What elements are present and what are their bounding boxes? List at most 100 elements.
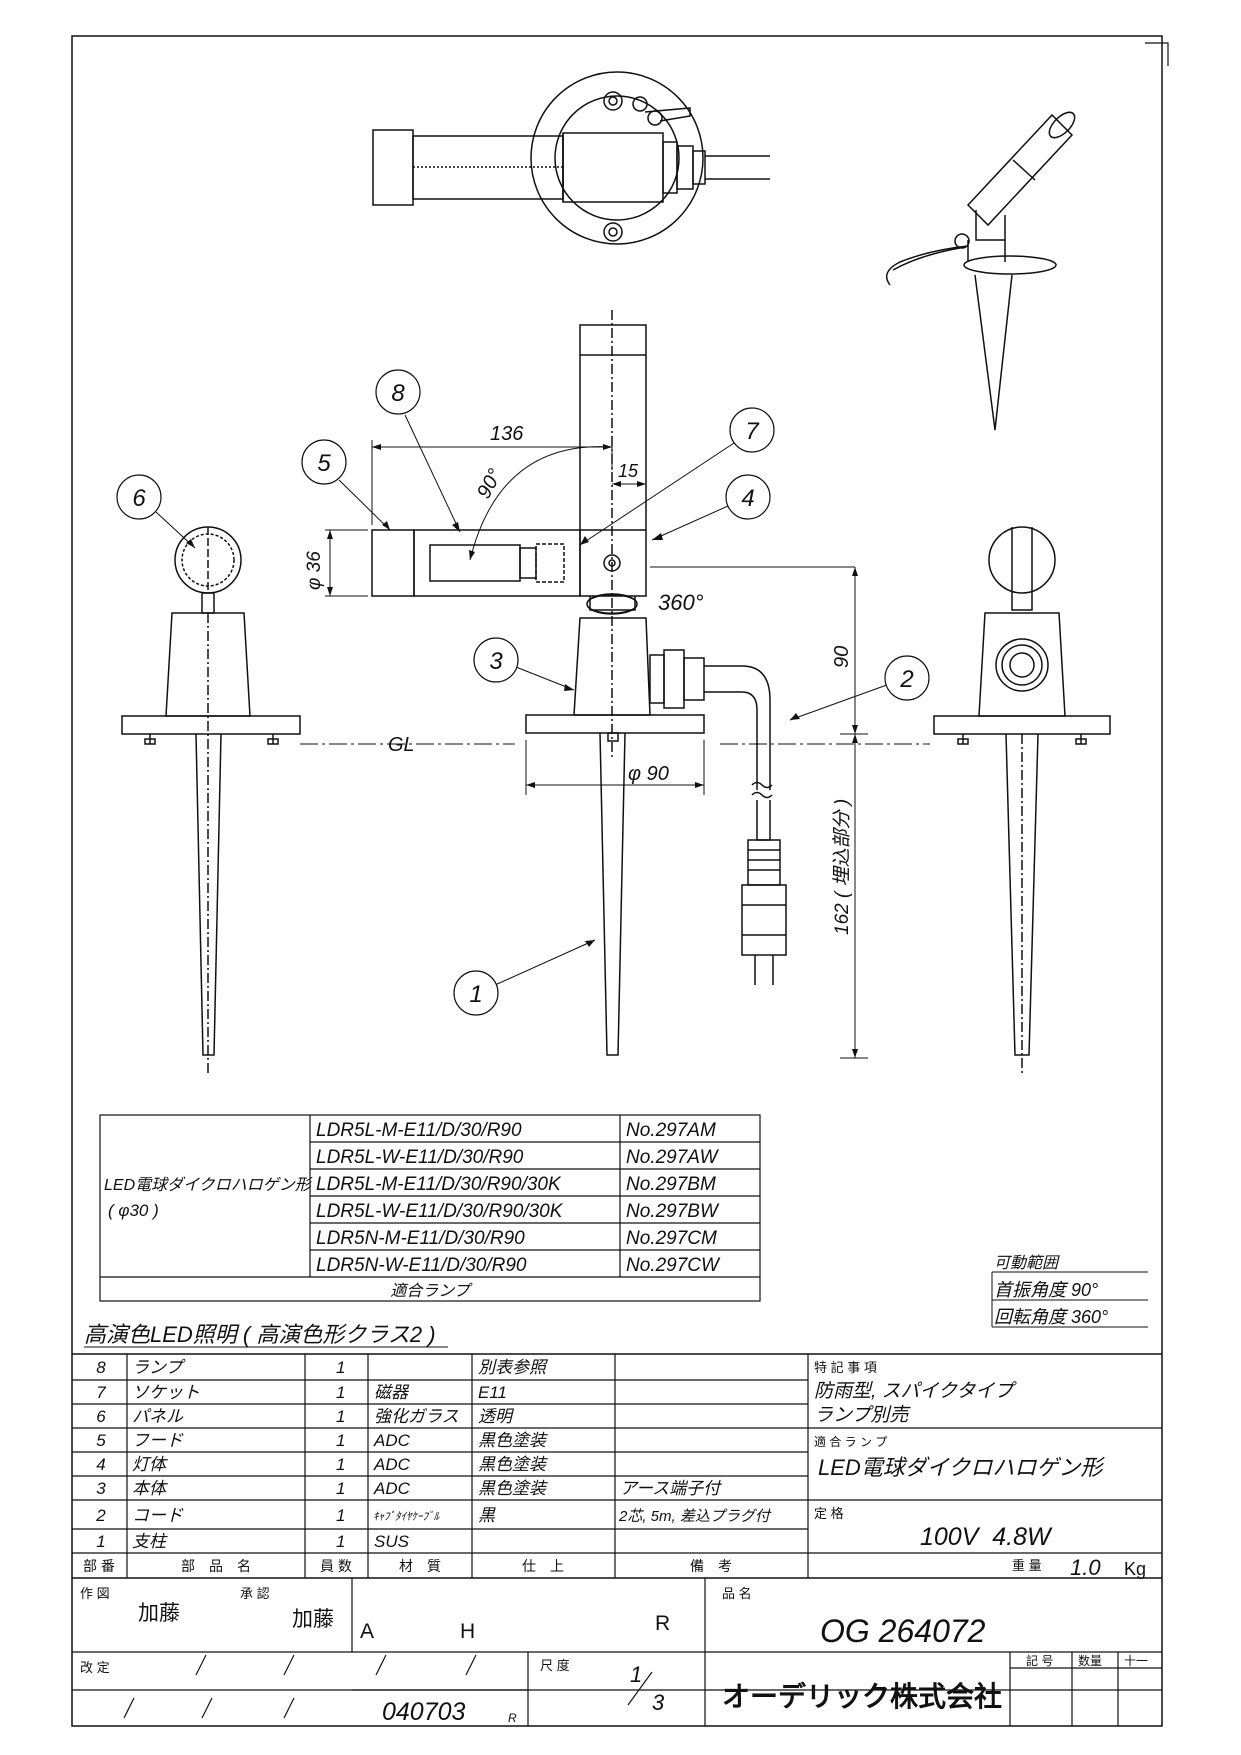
- lamp-group-size: ( φ30 ): [108, 1201, 159, 1220]
- rating-label: 定 格: [814, 1506, 844, 1521]
- part-no-1: 1: [96, 1532, 105, 1551]
- header-finish: 仕 上: [522, 1558, 564, 1574]
- part-material-4: ADC: [373, 1455, 411, 1474]
- scale-label: 尺 度: [540, 1658, 570, 1673]
- tilt-angle: 首振角度 90°: [994, 1280, 1098, 1300]
- part-qty-2: 1: [336, 1506, 345, 1525]
- approved-label: 承 認: [240, 1586, 270, 1601]
- part-name-3: 本体: [132, 1479, 168, 1498]
- code-h: H: [460, 1620, 475, 1643]
- part-name-5: フード: [132, 1431, 184, 1450]
- center-view: [371, 310, 787, 1056]
- weight-label: 重 量: [1012, 1558, 1042, 1573]
- part-qty-8: 1: [336, 1358, 345, 1377]
- lamp-no-3: No.297BM: [626, 1174, 716, 1195]
- balloon-leaders: [155, 414, 896, 986]
- movable-range-title: 可動範囲: [994, 1254, 1060, 1272]
- part-finish-5: 黒色塗装: [478, 1431, 548, 1450]
- header-part-no: 部 番: [83, 1558, 115, 1574]
- compatible-lamp-label: 適 合 ラ ン プ: [814, 1434, 887, 1449]
- lamp-model-2: LDR5L-W-E11/D/30/R90: [316, 1147, 524, 1168]
- lamp-group-label: LED電球ダイクロハロゲン形: [104, 1176, 313, 1194]
- part-no-3: 3: [96, 1479, 106, 1498]
- code-a: A: [360, 1620, 374, 1643]
- lamp-no-1: No.297AM: [626, 1120, 716, 1141]
- dim-15: 15: [618, 461, 639, 481]
- balloon-6: 6: [132, 485, 146, 512]
- revision-date: 040703: [382, 1698, 466, 1726]
- part-name-6: パネル: [132, 1407, 184, 1426]
- part-remarks-3: アース端子付: [620, 1479, 722, 1498]
- special-notes-label: 特 記 事 項: [814, 1360, 877, 1375]
- part-no-8: 8: [96, 1358, 106, 1377]
- right-view: [933, 526, 1111, 1075]
- dim-90-degree: 90°: [473, 465, 507, 502]
- dim-phi36: φ 36: [304, 551, 325, 590]
- scale-numerator: 1: [630, 1662, 642, 1687]
- rotation-angle: 回転角度 360°: [994, 1307, 1108, 1327]
- isometric-view: [885, 111, 1076, 431]
- lamp-model-3: LDR5L-M-E11/D/30/R90/30K: [316, 1174, 562, 1195]
- dim-360-degree: 360°: [658, 590, 704, 615]
- part-qty-4: 1: [336, 1455, 345, 1474]
- part-finish-6: 透明: [478, 1407, 515, 1426]
- parts-header: 部 番 部 品 名 員 数 材 質 仕 上 備 考: [83, 1558, 732, 1574]
- scale-denominator: 3: [652, 1690, 665, 1715]
- approved-by: 加藤: [292, 1608, 334, 1631]
- rating-value: 100V 4.8W: [920, 1523, 1053, 1551]
- part-no-4: 4: [96, 1455, 105, 1474]
- company-name: オーデリック株式会社: [722, 1680, 1002, 1712]
- title-block: 作 図 加藤 承 認 加藤 A H R 品 名 OG 264072 改 定 尺 …: [80, 1586, 1148, 1726]
- part-name-8: ランプ: [132, 1358, 186, 1377]
- balloon-4: 4: [741, 485, 754, 512]
- lamp-no-4: No.297BW: [626, 1201, 720, 1222]
- header-material: 材 質: [399, 1558, 441, 1574]
- revision-date-suffix: R: [508, 1711, 517, 1725]
- lamp-no-6: No.297CW: [626, 1255, 721, 1276]
- revision-label: 改 定: [80, 1660, 110, 1675]
- product-name: OG 264072: [820, 1613, 986, 1649]
- parts-text: 8 ランプ 1 別表参照 7 ソケット 1 磁器 E11 6 パネル 1 強化ガ…: [95, 1358, 772, 1551]
- part-no-2: 2: [95, 1506, 106, 1525]
- drawn-label: 作 図: [80, 1586, 110, 1601]
- part-qty-1: 1: [336, 1532, 345, 1551]
- header-remarks: 備 考: [690, 1558, 732, 1574]
- part-finish-4: 黒色塗装: [478, 1455, 548, 1474]
- movable-range: 可動範囲 首振角度 90° 回転角度 360°: [991, 1254, 1148, 1328]
- part-name-4: 灯体: [132, 1455, 168, 1474]
- part-name-2: コード: [132, 1506, 184, 1525]
- part-no-7: 7: [96, 1383, 106, 1402]
- lamp-model-5: LDR5N-M-E11/D/30/R90: [316, 1228, 525, 1249]
- top-view: [372, 71, 770, 245]
- lamp-table-text: LED電球ダイクロハロゲン形 ( φ30 ) LDR5L-M-E11/D/30/…: [104, 1120, 721, 1300]
- lamp-no-2: No.297AW: [626, 1147, 720, 1168]
- balloon-7: 7: [745, 418, 760, 445]
- symbol-label: 記 号: [1026, 1653, 1053, 1668]
- part-finish-2: 黒: [478, 1506, 496, 1525]
- dim-90: 90: [831, 646, 853, 668]
- part-name-7: ソケット: [132, 1383, 200, 1402]
- part-material-2: ｷｬﾌﾞﾀｲﾔｹｰﾌﾞﾙ: [373, 1510, 440, 1523]
- product-name-label: 品 名: [722, 1586, 752, 1601]
- part-finish-8: 別表参照: [478, 1358, 549, 1377]
- part-qty-3: 1: [336, 1479, 345, 1498]
- part-qty-5: 1: [336, 1431, 345, 1450]
- lamp-table-footer: 適合ランプ: [390, 1282, 473, 1300]
- header-part-name: 部 品 名: [181, 1558, 251, 1574]
- balloons: 1 2 3 4 5 6 7 8: [116, 369, 930, 1016]
- quantity-label: 数量: [1078, 1653, 1102, 1668]
- balloon-3: 3: [489, 648, 503, 675]
- code-r: R: [655, 1612, 670, 1635]
- lamp-model-1: LDR5L-M-E11/D/30/R90: [316, 1120, 522, 1141]
- compatible-lamp-value: LED電球ダイクロハロゲン形: [818, 1455, 1105, 1480]
- plusminus-label: 十一: [1124, 1654, 1148, 1668]
- parts-grid: [72, 1353, 1162, 1726]
- special-notes-line1: 防雨型, スパイクタイプ: [814, 1381, 1017, 1402]
- lamp-table: [99, 1114, 761, 1302]
- lamp-model-6: LDR5N-W-E11/D/30/R90: [316, 1255, 527, 1276]
- dim-136: 136: [490, 423, 524, 445]
- part-finish-7: E11: [478, 1383, 507, 1402]
- balloon-1: 1: [469, 981, 482, 1008]
- left-view: [121, 526, 301, 1075]
